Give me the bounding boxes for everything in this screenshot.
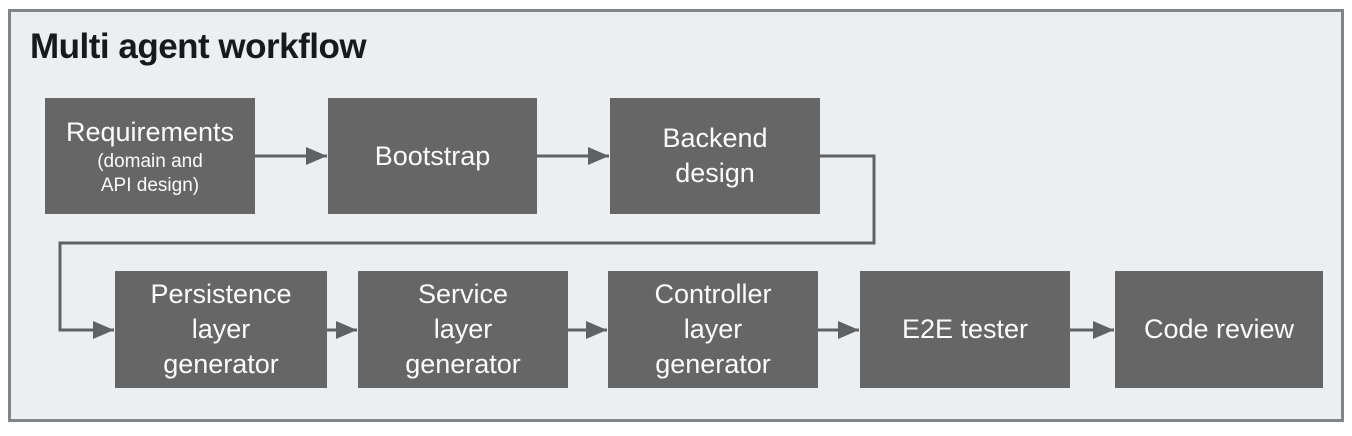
node-code-review-label: Code review	[1143, 314, 1295, 344]
node-code-review: Code review	[1115, 271, 1323, 388]
node-controller-label: Controller layer generator	[654, 279, 772, 379]
node-backend-design: Backend design	[610, 98, 820, 214]
node-persistence-layer-generator: Persistence layer generator	[115, 271, 327, 388]
node-e2e-tester: E2E tester	[860, 271, 1070, 388]
diagram-title: Multi agent workflow	[30, 27, 367, 66]
node-controller-layer-generator: Controller layer generator	[608, 271, 818, 388]
node-persistence-label: Persistence layer generator	[150, 279, 292, 379]
node-service-label: Service layer generator	[405, 279, 521, 379]
node-backend-design-label: Backend design	[662, 123, 768, 188]
node-requirements: Requirements (domain and API design)	[45, 98, 255, 214]
node-requirements-sublabel: (domain and API design)	[97, 150, 203, 196]
node-bootstrap: Bootstrap	[328, 98, 537, 214]
node-e2e-tester-label: E2E tester	[901, 314, 1029, 344]
node-service-layer-generator: Service layer generator	[358, 271, 568, 388]
node-requirements-label: Requirements	[65, 116, 235, 147]
node-bootstrap-label: Bootstrap	[374, 140, 491, 171]
